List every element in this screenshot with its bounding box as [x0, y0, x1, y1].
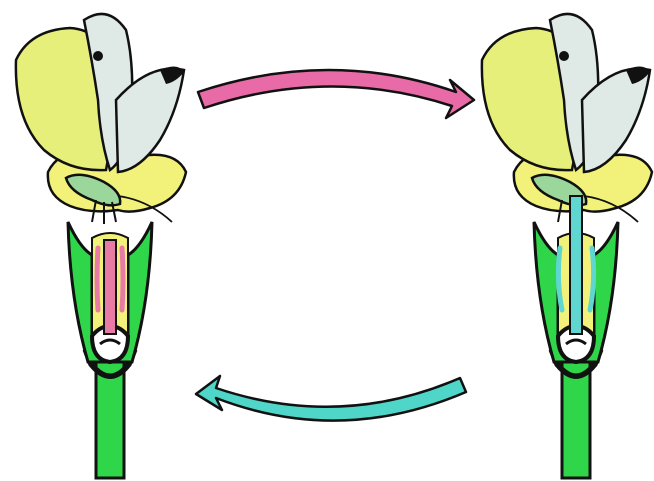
- flower-right: [482, 14, 652, 478]
- flower-left: [16, 14, 186, 478]
- arrow-left-icon: [196, 376, 466, 421]
- pistil-right: [570, 196, 582, 334]
- pistil-left: [104, 240, 116, 334]
- arrow-right-icon: [198, 70, 474, 118]
